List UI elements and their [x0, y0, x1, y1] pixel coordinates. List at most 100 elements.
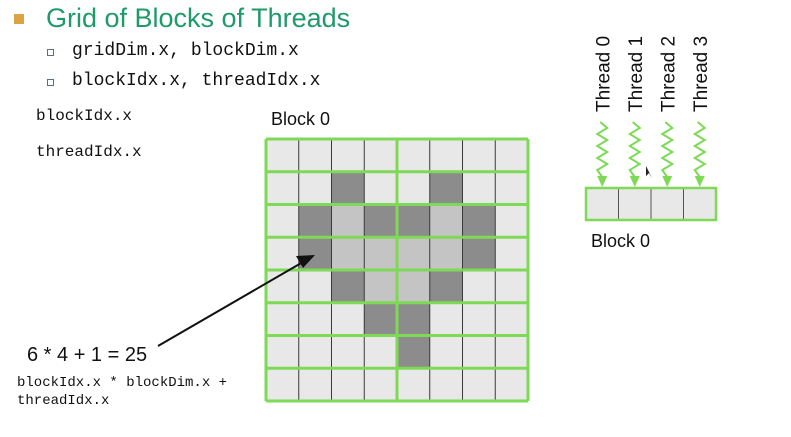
grid-cell: [397, 171, 430, 205]
thread-cell: [618, 187, 652, 221]
thread-arrowhead: [694, 176, 705, 187]
index-expression-line1: blockIdx.x * blockDim.x +: [17, 375, 228, 391]
grid-cell: [495, 368, 528, 401]
grid-cell: [331, 302, 365, 336]
grid-cell: [266, 302, 299, 336]
blockidx-label: blockIdx.x: [36, 107, 133, 125]
thread-arrowhead: [629, 176, 640, 187]
grid-cell: [266, 237, 299, 270]
index-formula: 6 * 4 + 1 = 25: [27, 344, 148, 366]
grid-cell-light: [331, 237, 365, 270]
grid-cell: [298, 139, 332, 172]
pointer-line: [157, 261, 304, 347]
grid-cell: [266, 139, 299, 172]
grid-cell: [429, 139, 463, 172]
thread-squiggle: [660, 121, 675, 178]
thread-squiggle: [595, 121, 610, 178]
thread-cell: [683, 187, 717, 221]
grid-cell: [266, 335, 299, 369]
grid-cell-dark: [397, 204, 430, 238]
bullet-marker: [47, 49, 54, 56]
grid-cell: [397, 139, 430, 172]
grid-cell-dark: [429, 270, 463, 303]
grid-cell: [429, 335, 463, 369]
thread-row: [584, 186, 718, 222]
grid-cell: [364, 335, 397, 369]
grid-cell: [364, 171, 397, 205]
grid-block-label: Block 0: [271, 109, 331, 129]
grid-cell-light: [397, 237, 430, 270]
grid-cell-dark: [331, 171, 365, 205]
grid-cell: [495, 171, 528, 205]
thread-label: Thread 0: [593, 36, 614, 112]
grid-cell: [266, 368, 299, 401]
grid-cell: [462, 139, 496, 172]
grid-cell: [298, 335, 332, 369]
grid-cell: [429, 368, 463, 401]
grid-cell-dark: [462, 204, 496, 238]
title-bullet: [14, 14, 24, 24]
grid-cell-dark: [462, 237, 496, 270]
grid-cell: [495, 302, 528, 336]
threadidx-label: threadIdx.x: [36, 143, 142, 161]
grid-cell: [298, 171, 332, 205]
pointer-arrowhead: [296, 255, 315, 268]
grid-cell: [495, 270, 528, 303]
thread-block-border: [584, 186, 718, 222]
thread-label: Thread 3: [691, 36, 712, 112]
grid-cell-light: [364, 237, 397, 270]
grid-cell: [462, 368, 496, 401]
grid-cell: [266, 171, 299, 205]
thread-squiggle: [692, 121, 707, 178]
bullet-griddim: gridDim.x, blockDim.x: [72, 41, 299, 61]
grid-cell: [331, 139, 365, 172]
grid-cell-dark: [397, 302, 430, 336]
grid-cell-dark: [298, 204, 332, 238]
grid-cell: [298, 368, 332, 401]
index-pointer-arrow: [157, 166, 652, 347]
grid-cell: [364, 368, 397, 401]
thread-label: Thread 1: [626, 36, 647, 112]
grid-cell-dark: [397, 335, 430, 369]
bullet-blockidx: blockIdx.x, threadIdx.x: [72, 71, 321, 91]
grid-lines: [264, 137, 530, 403]
bullet-marker: [47, 79, 54, 86]
grid-cell: [429, 302, 463, 336]
grid-cells: [266, 139, 528, 401]
thread-label: Thread 2: [658, 36, 679, 112]
grid-cell: [495, 139, 528, 172]
grid-cell-dark: [429, 171, 463, 205]
thread-squiggle: [627, 121, 642, 178]
grid-cell: [266, 204, 299, 238]
grid-cell: [298, 302, 332, 336]
grid-cell: [462, 270, 496, 303]
grid-cell: [397, 368, 430, 401]
grid-cell: [364, 139, 397, 172]
thread-arrowhead: [597, 176, 608, 187]
slide-title: Grid of Blocks of Threads: [46, 3, 351, 33]
grid-cell-dark: [331, 270, 365, 303]
grid-cell: [331, 335, 365, 369]
thread-arrows: [595, 121, 707, 187]
grid-cell: [462, 171, 496, 205]
grid-cell: [298, 270, 332, 303]
thread-cell: [650, 187, 684, 221]
grid-cell-dark: [364, 204, 397, 238]
grid-cell: [331, 368, 365, 401]
mouse-cursor: [646, 166, 652, 178]
grid-cell: [495, 204, 528, 238]
grid-cell: [462, 335, 496, 369]
thread-cell: [585, 187, 619, 221]
grid-cell-light: [364, 270, 397, 303]
grid-cell-light: [429, 237, 463, 270]
grid-cell-light: [429, 204, 463, 238]
grid-cell: [266, 270, 299, 303]
grid-cell: [462, 302, 496, 336]
grid-cell: [495, 335, 528, 369]
grid-cell-dark: [364, 302, 397, 336]
thread-block-label: Block 0: [591, 231, 651, 251]
thread-labels: Thread 0 Thread 1 Thread 2 Thread 3: [593, 36, 712, 112]
thread-arrowhead: [662, 176, 673, 187]
index-expression-line2: threadIdx.x: [17, 393, 110, 409]
